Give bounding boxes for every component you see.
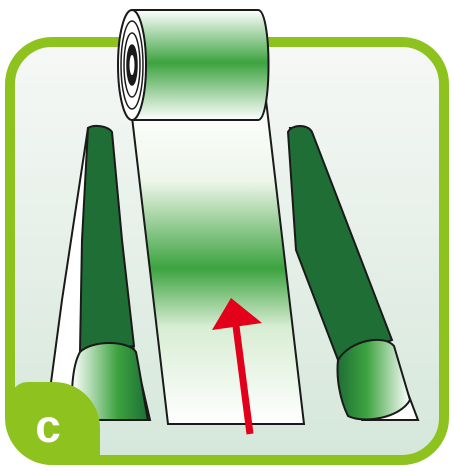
step-badge: c <box>10 382 100 460</box>
side-panel-icon <box>286 125 420 421</box>
film-roll-icon <box>117 9 270 121</box>
arrow-up-icon <box>212 298 262 435</box>
step-label: c <box>35 400 61 452</box>
